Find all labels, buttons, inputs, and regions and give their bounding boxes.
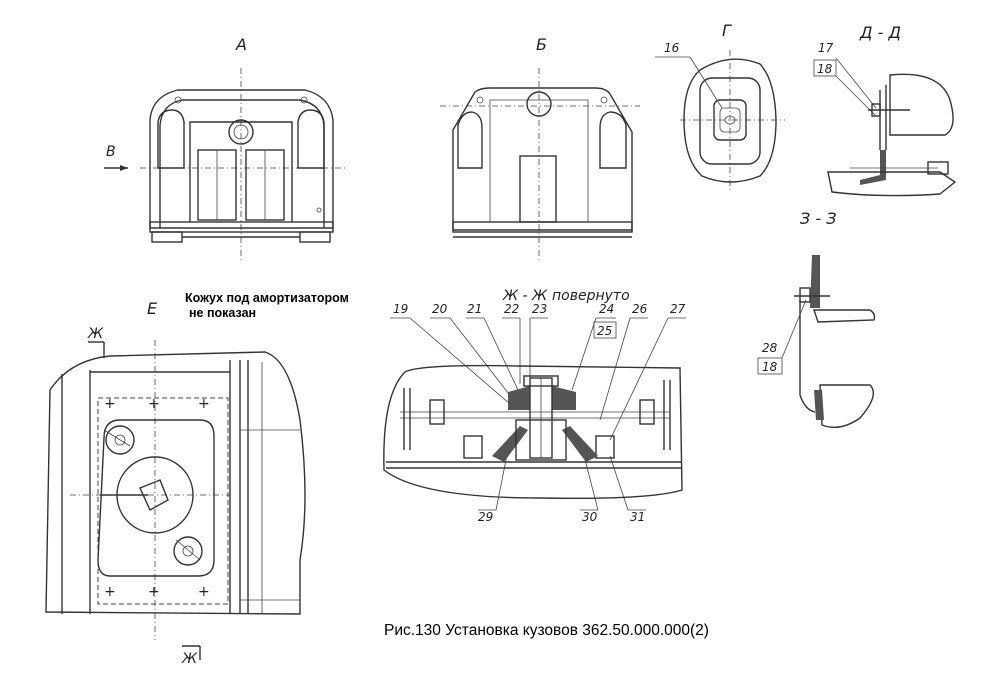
part-16-label: 16 [664, 41, 680, 55]
section-zhzh-note: повернуто [552, 288, 630, 304]
part-21-label: 21 [467, 302, 482, 316]
section-dd: Д - Д 17 18 [813, 23, 957, 197]
arrow-v-label: В [106, 144, 116, 160]
part-25-label: 25 [597, 324, 612, 338]
note-line-2: не показан [189, 306, 257, 320]
svg-text:+: + [198, 396, 210, 412]
view-a: А В [104, 35, 345, 262]
figure-caption: Рис.130 Установка кузовов 362.50.000.000… [384, 622, 709, 639]
part-24-label: 24 [599, 302, 614, 316]
svg-text:+: + [198, 584, 210, 600]
part-29-label: 29 [478, 510, 493, 524]
part-28-label: 28 [762, 341, 778, 355]
view-g-label: Г [722, 21, 732, 40]
svg-text:+: + [148, 396, 160, 412]
part-18a-label: 18 [817, 62, 833, 76]
part-30-label: 30 [582, 510, 598, 524]
note-block: Кожух под амортизатором не показан [185, 291, 349, 321]
svg-text:+: + [104, 584, 116, 600]
view-e-label: Е [147, 299, 158, 318]
part-22-label: 22 [504, 302, 519, 316]
view-b-label: Б [536, 35, 547, 54]
part-19-label: 19 [393, 302, 408, 316]
section-dd-label: Д - Д [859, 23, 901, 42]
note-line-1: Кожух под амортизатором [185, 291, 349, 305]
view-g: Г 16 [655, 21, 785, 190]
svg-text:+: + [148, 584, 160, 600]
part-20-label: 20 [432, 302, 448, 316]
part-23-label: 23 [532, 302, 547, 316]
view-e: Е Ж Ж + + + + + + [45, 299, 306, 667]
section-zz: З - З 28 18 [757, 209, 876, 428]
zh-mark-top: Ж [87, 326, 104, 342]
part-27-label: 27 [670, 302, 686, 316]
part-31-label: 31 [630, 510, 645, 524]
section-zhzh: Ж - Ж повернуто 19 20 21 22 23 24 25 26 … [383, 288, 686, 524]
section-zz-label: З - З [800, 209, 836, 228]
part-17-label: 17 [818, 41, 834, 55]
part-18b-label: 18 [762, 360, 778, 374]
zh-mark-bottom: Ж [181, 651, 198, 667]
part-26-label: 26 [632, 302, 648, 316]
view-a-label: А [235, 35, 247, 54]
view-b: Б [440, 35, 640, 262]
svg-text:+: + [104, 396, 116, 412]
section-zhzh-label: Ж - Ж [502, 288, 548, 304]
